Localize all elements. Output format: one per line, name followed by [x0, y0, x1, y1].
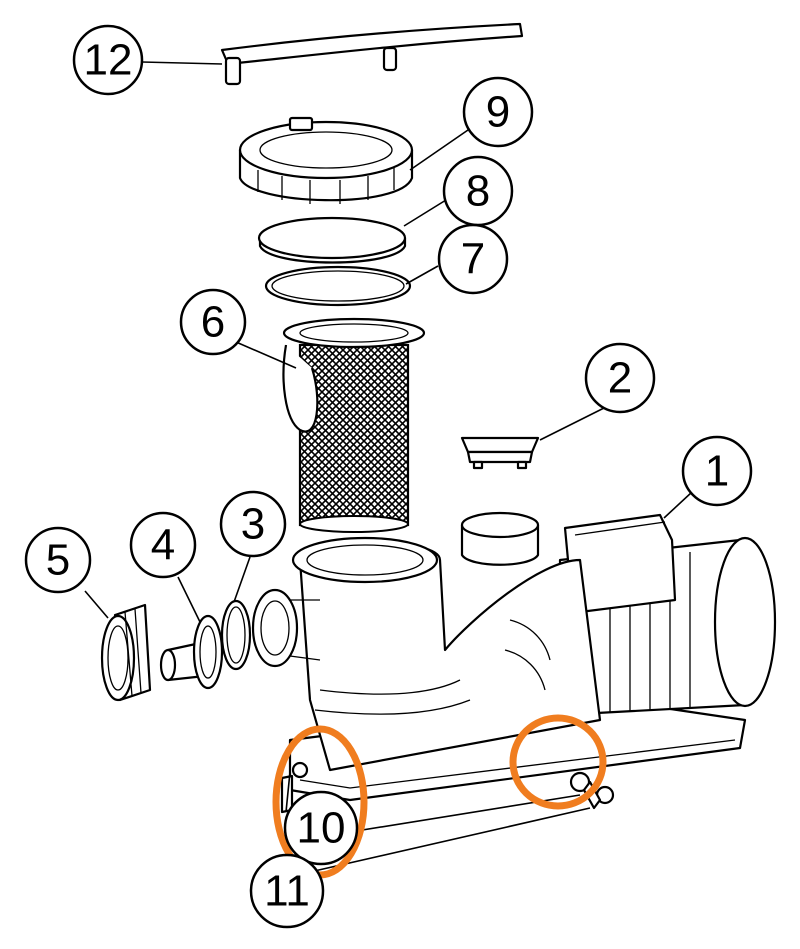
- callout-3: 3: [219, 490, 287, 558]
- leader-8: [403, 199, 447, 227]
- callout-8: 8: [442, 155, 514, 227]
- callout-7: 7: [437, 223, 509, 295]
- callout-2: 2: [584, 342, 656, 414]
- callout-1: 1: [681, 435, 753, 507]
- part-handle: [220, 22, 524, 86]
- part-strainer-basket: [282, 317, 426, 533]
- svg-text:12: 12: [84, 36, 133, 85]
- leader-6: [235, 341, 297, 369]
- svg-text:7: 7: [461, 235, 485, 284]
- callout-11: 11: [249, 853, 325, 929]
- part-lid-ring: [238, 116, 414, 204]
- callout-6: 6: [179, 288, 247, 356]
- callout-10: 10: [283, 790, 359, 866]
- svg-text:10: 10: [297, 804, 346, 853]
- callout-12: 12: [72, 24, 144, 96]
- svg-text:3: 3: [241, 500, 265, 549]
- svg-text:1: 1: [705, 447, 729, 496]
- callout-5: 5: [24, 526, 92, 594]
- leader-7: [405, 265, 439, 285]
- leader-2: [539, 407, 605, 441]
- leader-3: [233, 556, 251, 603]
- callout-4: 4: [129, 511, 197, 579]
- part-cover-plate: [460, 436, 540, 470]
- svg-text:11: 11: [264, 867, 310, 916]
- leader-9: [409, 129, 469, 171]
- part-union-o-ring: [220, 599, 252, 671]
- svg-text:2: 2: [608, 354, 632, 403]
- svg-text:6: 6: [201, 298, 225, 347]
- highlight-right-fixing: [509, 714, 607, 810]
- part-lid: [257, 216, 407, 264]
- svg-text:5: 5: [46, 536, 70, 585]
- svg-text:9: 9: [486, 88, 510, 137]
- part-pump-body: [251, 511, 777, 805]
- svg-text:4: 4: [151, 521, 175, 570]
- leader-1: [663, 491, 693, 519]
- callout-9: 9: [462, 76, 534, 148]
- leader-12: [141, 61, 223, 65]
- leader-5: [84, 590, 109, 619]
- leader-4: [177, 576, 201, 623]
- part-union-tail: [159, 614, 224, 690]
- part-lid-o-ring: [264, 265, 412, 307]
- svg-text:8: 8: [466, 167, 490, 216]
- part-union-nut: [100, 603, 152, 702]
